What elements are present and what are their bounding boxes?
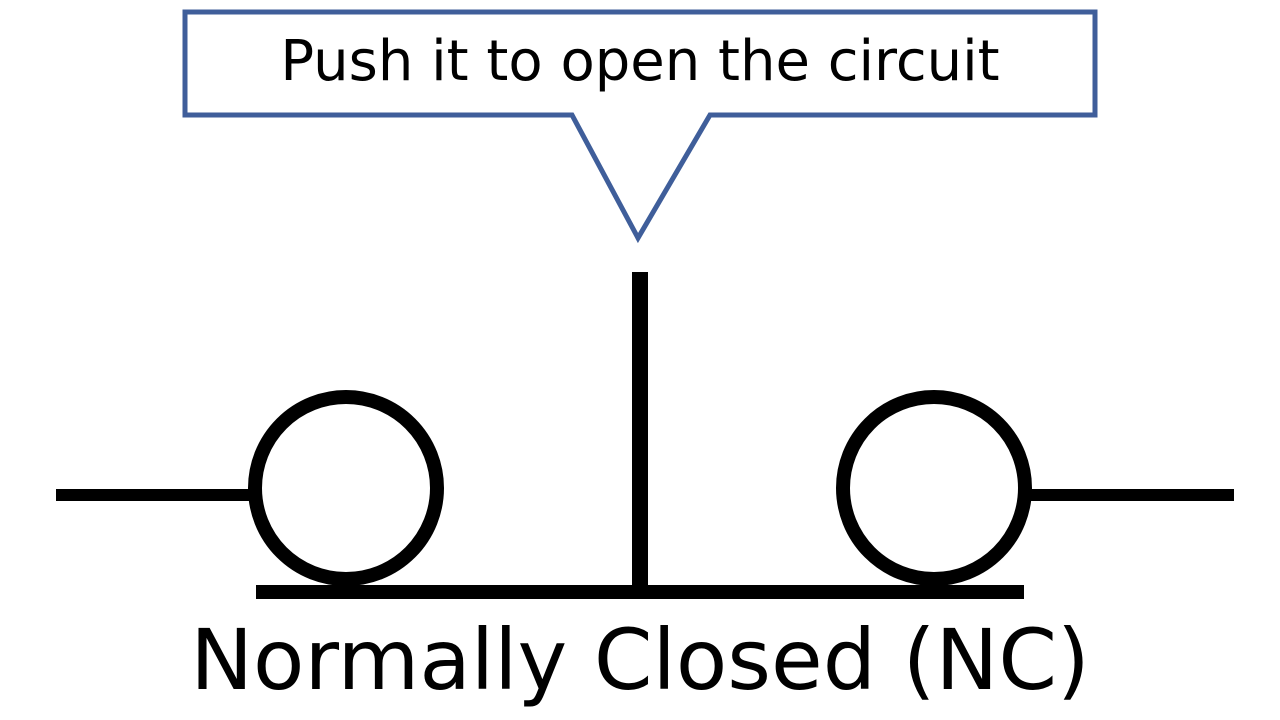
- diagram-caption: Normally Closed (NC): [190, 611, 1090, 709]
- callout-label: Push it to open the circuit: [280, 29, 1000, 94]
- right-terminal: [836, 390, 1032, 586]
- callout-speech-bubble: [182, 9, 1098, 244]
- left-terminal: [248, 390, 444, 586]
